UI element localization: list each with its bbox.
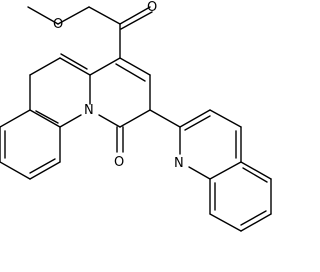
atom-ketone-oxygen: O <box>114 155 124 170</box>
bond-q8a-n <box>188 166 211 180</box>
atom-labels: O O N O N <box>53 0 184 171</box>
bond-benz-4-inner <box>29 158 56 174</box>
bond-c1-n <box>98 114 121 128</box>
bond-c2-c1 <box>119 109 151 128</box>
bond-benz-3 <box>0 161 31 180</box>
bond-qb-3-inner <box>240 210 267 226</box>
bond-ester-co-2 <box>120 11 153 30</box>
bond-qb-4 <box>209 213 242 232</box>
atom-carbonyl-oxygen: O <box>147 0 157 15</box>
bond-qb-1 <box>240 161 272 180</box>
bond-benz-4 <box>29 161 61 180</box>
bond-q4a-q8a <box>209 161 242 180</box>
bond-q2-q3 <box>179 109 211 128</box>
bond-c10a-n <box>59 114 82 128</box>
bond-benz-1 <box>0 109 31 128</box>
atom-ring-nitrogen: N <box>84 103 94 118</box>
bond-ester-single <box>88 6 121 25</box>
bond-c6a-c10a-inner <box>35 110 59 124</box>
bond-q3-q4 <box>209 109 242 128</box>
bond-c6a-c10a <box>29 109 61 128</box>
bond-c4-c3-inner <box>115 63 146 82</box>
bond-ester-co-1 <box>119 6 151 25</box>
bond-c4-c4a <box>89 57 121 76</box>
bond-q2-q3-inner <box>184 115 211 131</box>
bond-qb-1-inner <box>242 167 268 183</box>
atom-ester-oxygen: O <box>53 17 63 32</box>
bond-c4a-c5-inner <box>60 53 88 70</box>
bond-methyl-o <box>27 6 59 25</box>
bond-c4a-c5 <box>59 57 91 76</box>
bonds <box>0 6 272 232</box>
bond-o-carbonyl <box>57 6 90 25</box>
atom-quinoline-nitrogen: N <box>174 156 184 171</box>
bond-c3-quin <box>149 109 181 128</box>
bond-qb-3 <box>240 213 272 232</box>
bond-c5-c6 <box>29 57 61 76</box>
bond-c4-c3 <box>119 57 151 76</box>
